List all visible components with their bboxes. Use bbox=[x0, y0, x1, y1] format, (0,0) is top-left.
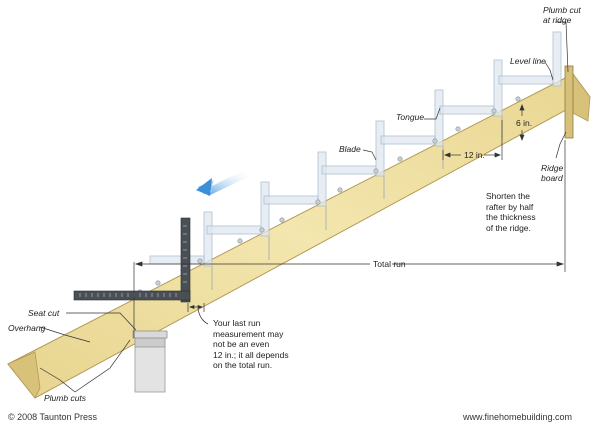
note-line: rafter by half bbox=[486, 201, 534, 212]
framing-square bbox=[73, 217, 191, 303]
layout-points bbox=[137, 96, 521, 295]
note-line: Shorten the bbox=[486, 191, 530, 201]
ridge-board bbox=[564, 65, 574, 139]
copyright: © 2008 Taunton Press bbox=[8, 412, 98, 422]
label-ridge-board: Ridge board bbox=[541, 163, 563, 183]
label-line: Plumb cut bbox=[543, 5, 581, 15]
label-overhang: Overhang bbox=[8, 323, 46, 333]
note-line: not be an even bbox=[213, 339, 270, 349]
note-line: 12 in.; it all depends bbox=[213, 349, 289, 360]
direction-arrow-head bbox=[196, 178, 212, 196]
label-plumb-cuts: Plumb cuts bbox=[44, 393, 87, 403]
wall-plate bbox=[132, 330, 168, 393]
leader-lines bbox=[39, 21, 569, 393]
label-total-run: Total run bbox=[373, 259, 406, 269]
label-line: Ridge bbox=[541, 163, 564, 173]
label-tongue: Tongue bbox=[396, 112, 425, 122]
label-line: at ridge bbox=[543, 15, 572, 25]
note-line: the thickness bbox=[486, 212, 536, 222]
website-credit: www.finehomebuilding.com bbox=[463, 412, 573, 422]
note-line: of the ridge. bbox=[486, 222, 531, 233]
rafter-board bbox=[7, 73, 591, 399]
label-12-in: 12 in. bbox=[464, 150, 485, 160]
six-inch-dimension bbox=[519, 104, 525, 141]
label-blade: Blade bbox=[339, 144, 361, 154]
label-line: board bbox=[541, 173, 563, 183]
note-last-run: Your last run measurement may not be an … bbox=[213, 318, 289, 371]
label-level-line: Level line bbox=[510, 56, 546, 66]
note-line: measurement may bbox=[213, 328, 284, 339]
last-run-dimension bbox=[187, 303, 209, 325]
total-run-dimension bbox=[133, 140, 566, 338]
note-line: Your last run bbox=[213, 318, 261, 328]
label-seat-cut: Seat cut bbox=[28, 308, 60, 318]
twelve-inch-dimension bbox=[442, 120, 503, 160]
direction-arrow bbox=[198, 170, 250, 196]
note-shorten-rafter: Shorten the rafter by half the thickness… bbox=[486, 191, 536, 233]
label-plumb-cut-at-ridge: Plumb cut at ridge bbox=[543, 5, 581, 25]
rafter-tail-plumb-cut bbox=[7, 351, 41, 399]
label-6-in: 6 in. bbox=[516, 118, 533, 128]
note-line: on the total run. bbox=[213, 360, 273, 370]
